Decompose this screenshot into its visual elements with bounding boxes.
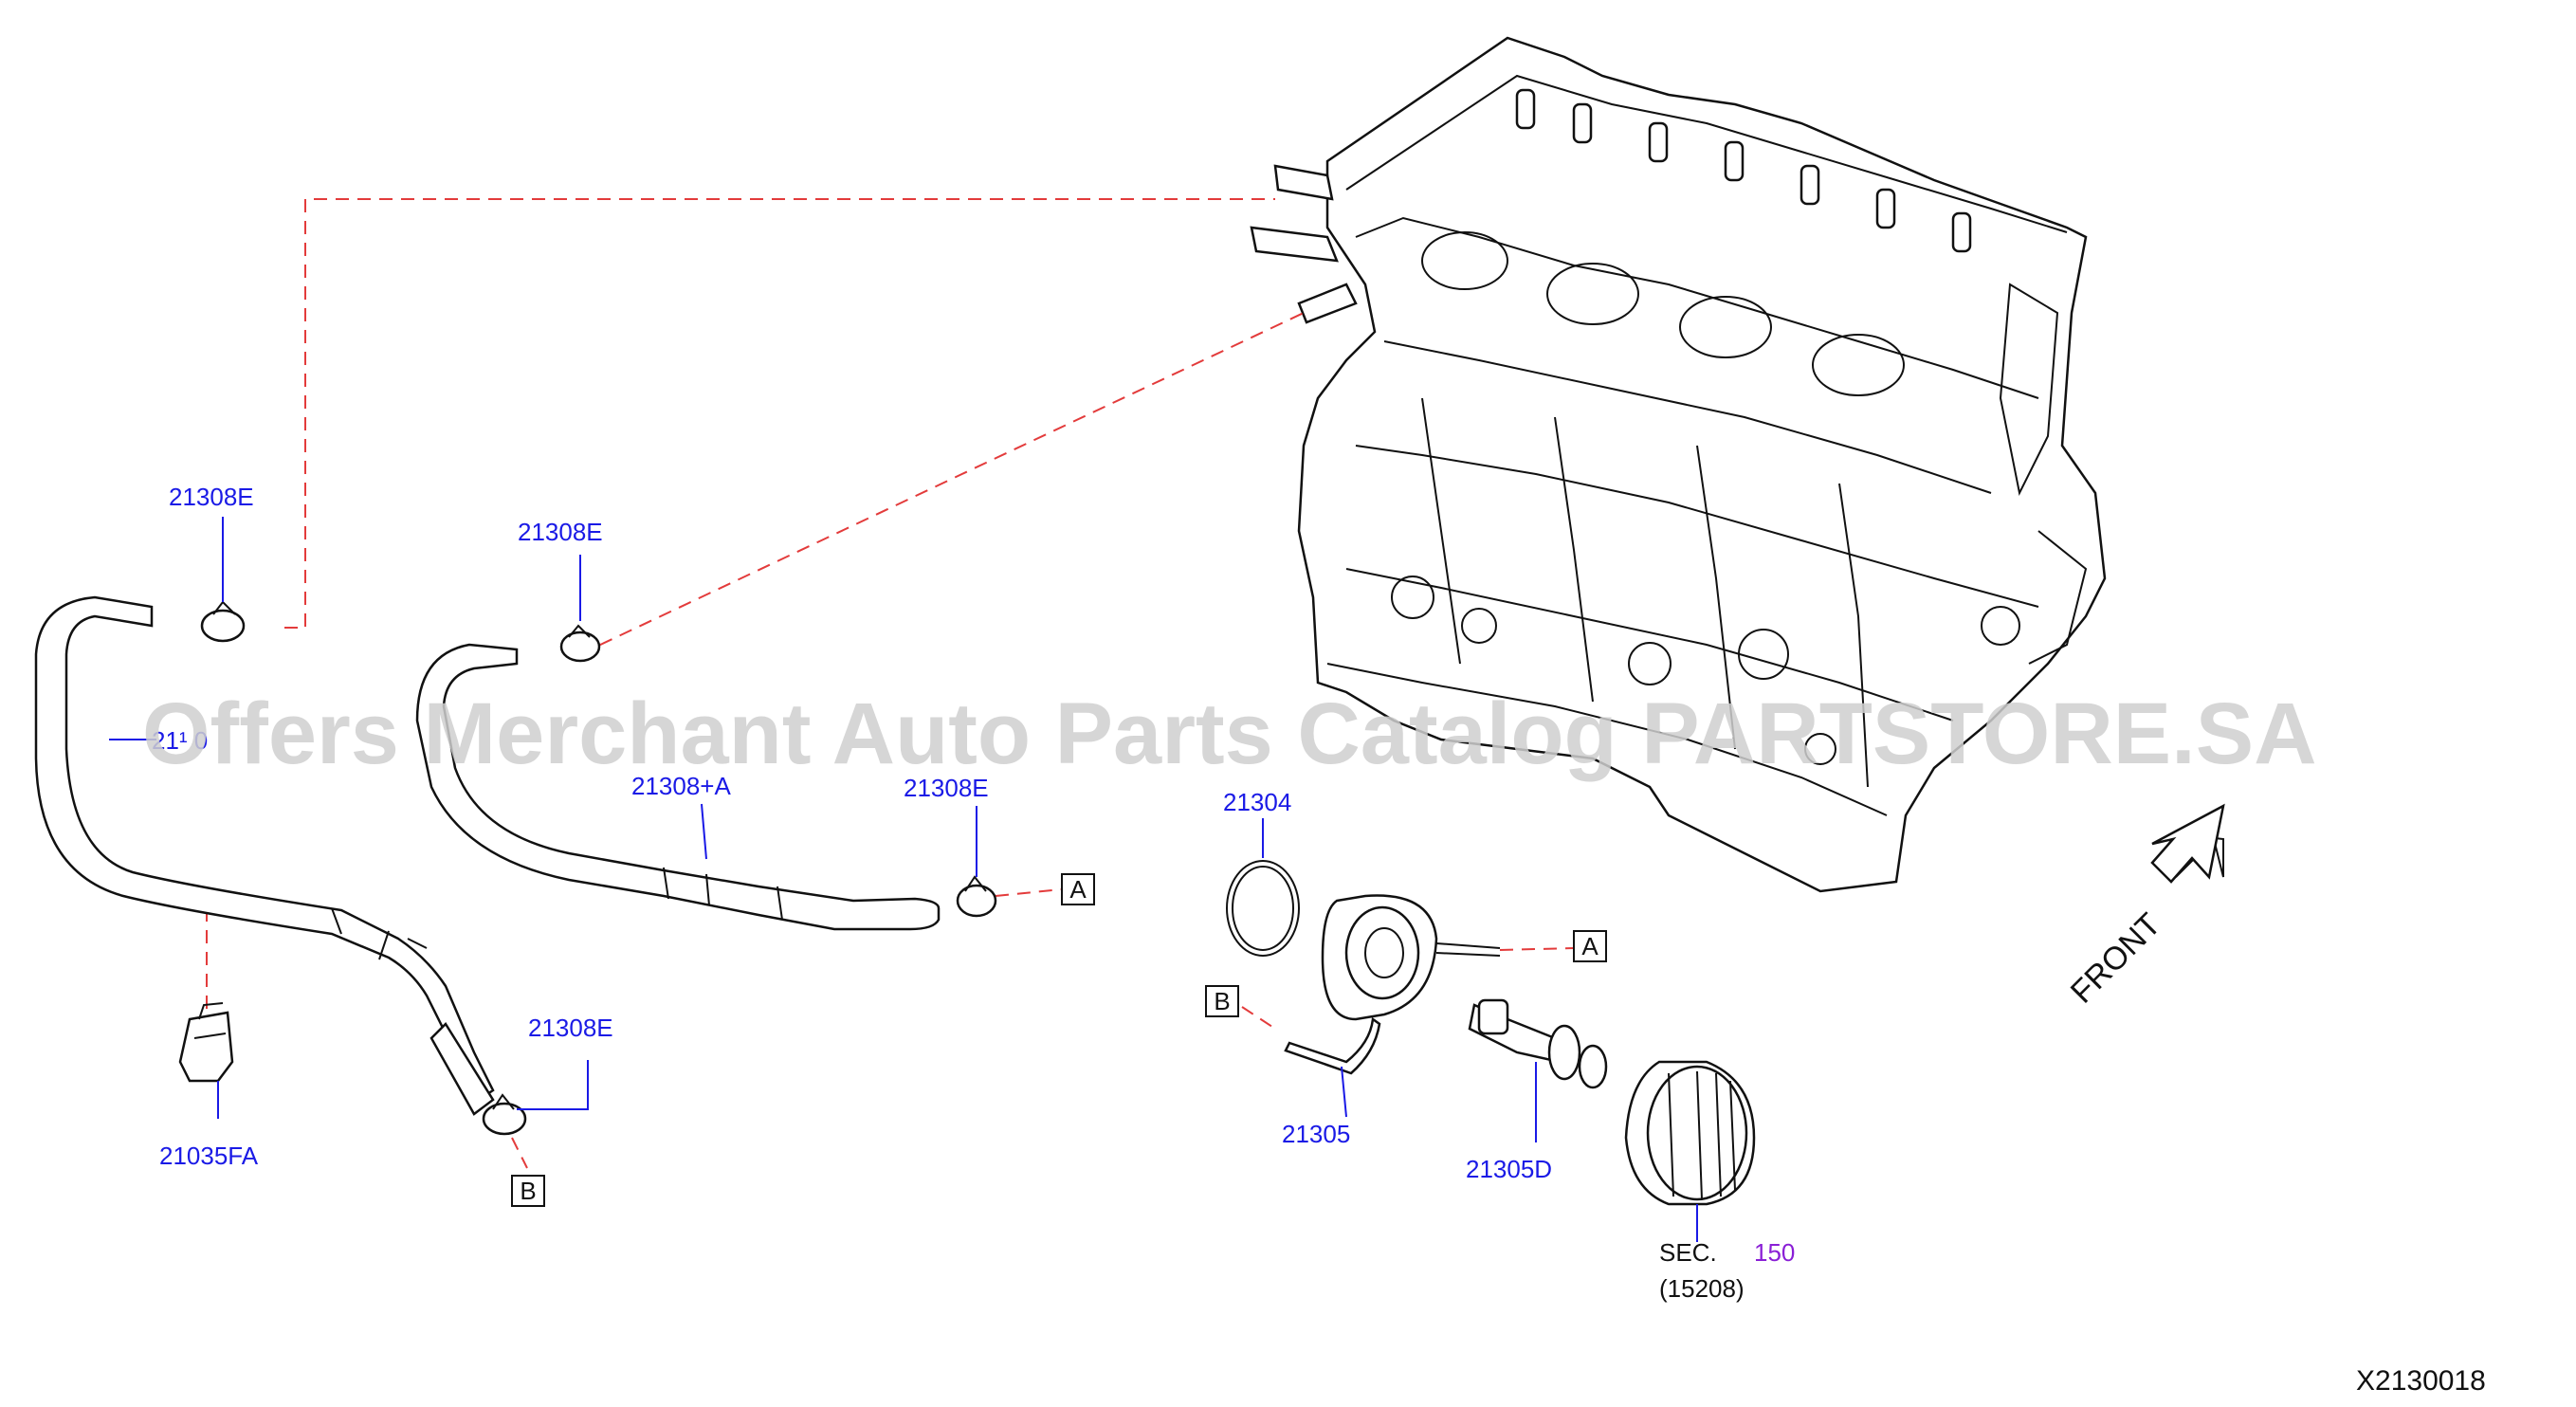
callout-21035fa[interactable]: 21035FA <box>159 1142 259 1170</box>
svg-text:A: A <box>1581 932 1599 960</box>
callout-21308e-4[interactable]: 21308E <box>528 1014 613 1042</box>
callout-21304[interactable]: 21304 <box>1223 788 1291 816</box>
connector-21305d <box>1468 998 1608 1089</box>
ref-box-b1: B <box>1205 985 1239 1017</box>
hose-left <box>34 595 495 1116</box>
callout-21305[interactable]: 21305 <box>1282 1120 1350 1148</box>
svg-text:B: B <box>520 1177 536 1205</box>
callout-21308e-2[interactable]: 21308E <box>518 518 603 546</box>
oil-filter <box>1624 1060 1756 1206</box>
hose-center <box>415 643 941 931</box>
clamp-3 <box>956 875 997 918</box>
watermark: Offers Merchant Auto Parts Catalog PARTS… <box>142 685 2317 782</box>
callout-21305d[interactable]: 21305D <box>1466 1155 1552 1183</box>
clamp-1 <box>200 600 246 643</box>
sec-label: SEC. <box>1659 1238 1717 1267</box>
front-indicator: FRONT <box>2064 803 2225 1011</box>
ref-box-a1: A <box>1061 873 1095 905</box>
bracket-21035fa <box>178 1002 234 1083</box>
ref-box-b2: B <box>511 1175 545 1207</box>
engine-block <box>1250 36 2107 893</box>
dashed-leaders <box>206 198 1575 1169</box>
front-label: FRONT <box>2064 906 2168 1011</box>
callout-2130x-hidden[interactable]: 21¹ 0 <box>152 726 208 755</box>
ref-box-a2: A <box>1573 930 1607 962</box>
sec-number[interactable]: 150 <box>1754 1238 1795 1267</box>
oil-cooler-assembly <box>1226 860 1756 1206</box>
clamp-4 <box>482 1093 527 1136</box>
callout-21308e-1[interactable]: 21308E <box>169 483 254 511</box>
callout-21308e-3[interactable]: 21308E <box>904 774 989 802</box>
callout-21308a[interactable]: 21308+A <box>631 772 731 800</box>
hose-clamps <box>200 600 997 1136</box>
callout-leaders <box>109 517 1698 1242</box>
sec-sub: (15208) <box>1659 1274 1745 1303</box>
clamp-2 <box>559 624 601 663</box>
svg-text:B: B <box>1214 987 1230 1015</box>
diagram-code: X2130018 <box>2356 1365 2486 1397</box>
svg-text:A: A <box>1069 875 1087 904</box>
